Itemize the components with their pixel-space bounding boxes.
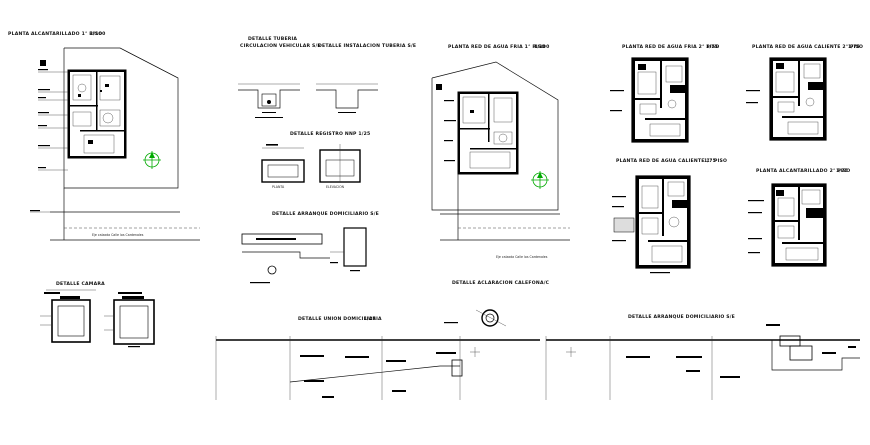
plan-sewer-2-scale: 1/75 [836,168,848,174]
detail-pipe-title: DETALLE TUBERIA [248,36,297,42]
detail-connection-2-title: DETALLE ARRANQUE DOMICILIARIO S/E [628,314,735,320]
detail-connection-profile: DETALLE ARRANQUE DOMICILIARIO S/E [545,314,860,400]
detail-install-title: DETALLE INSTALACION TUBERIA S/E [318,43,416,49]
detail-heater-scale: A/C [540,280,550,286]
detail-connection-title: DETALLE ARRANQUE DOMICILIARIO S/E [272,211,379,217]
detail-heater: DETALLE ACLARACION CALEFON A/C [444,280,550,327]
detail-chamber: DETALLE CAMARA [40,281,155,348]
detail-union-profile: DETALLE UNION DOMICILIARIA 1/25 [215,316,540,400]
plan-sewer-title: PLANTA ALCANTARILLADO 1° PISO [8,31,102,37]
north-arrow-icon [531,171,549,189]
detail-box: DETALLE REGISTRO NNP 1/25 PLANTA ELEVACI… [261,131,370,189]
plan-cold-water-2-title: PLANTA RED DE AGUA FRIA 2° PISO [622,44,719,50]
plan-hot-water-2nd-floor: PLANTA RED DE AGUA CALIENTE 2° PISO 1/75 [746,44,863,141]
plan-cold-water-1-title: PLANTA RED DE AGUA FRIA 1° PISO [448,44,545,50]
detail-box-title: DETALLE REGISTRO NNP 1/25 [290,131,370,137]
detail-pipe-subtitle: CIRCULACION VEHICULAR S/E [240,43,321,49]
street-axis-label-2: Eje calzada Calle los Cardenales [496,255,548,259]
plan-hot-water-1-title: PLANTA RED DE AGUA CALIENTE 1° PISO [616,158,727,164]
plan-hot-water-1st-floor: PLANTA RED DE AGUA CALIENTE 1° PISO 1/75 [612,158,727,274]
detail-connection: DETALLE ARRANQUE DOMICILIARIO S/E [241,211,379,284]
plan-hot-water-1-scale: 1/75 [704,158,716,164]
detail-pipe: DETALLE TUBERIA CIRCULACION VEHICULAR S/… [238,36,416,118]
plan-cold-water-1-scale: 1/100 [534,44,549,50]
plan-cold-water-1st-floor: PLANTA RED DE AGUA FRIA 1° PISO 1/100 [431,44,570,259]
north-arrow-icon [143,151,161,169]
lot-outline [63,47,179,189]
detail-union-scale: 1/25 [364,316,376,322]
plan-sewer-1st-floor: PLANTA ALCANTARILLADO 1° PISO 1/100 [8,31,200,241]
plan-sewer-2-title: PLANTA ALCANTARILLADO 2° PISO [756,168,850,174]
elevation-label: ELEVACION [326,185,345,189]
plan-sewer-2nd-floor: PLANTA ALCANTARILLADO 2° PISO 1/75 [748,168,850,267]
plan-hot-water-2-title: PLANTA RED DE AGUA CALIENTE 2° PISO [752,44,863,50]
plan-cold-water-2-scale: 1/75 [706,44,718,50]
street-axis-label-1: Eje calzada Calle los Cardenales [92,233,144,237]
detail-chamber-title: DETALLE CAMARA [56,281,105,287]
plan-cold-water-2nd-floor: PLANTA RED DE AGUA FRIA 2° PISO 1/75 [610,44,719,143]
plan-sewer-scale: 1/100 [90,31,105,37]
detail-union-title: DETALLE UNION DOMICILIARIA [298,316,382,322]
plan-hot-water-2-scale: 1/75 [848,44,860,50]
detail-heater-title: DETALLE ACLARACION CALEFON [452,280,540,286]
plant-label: PLANTA [272,185,285,189]
